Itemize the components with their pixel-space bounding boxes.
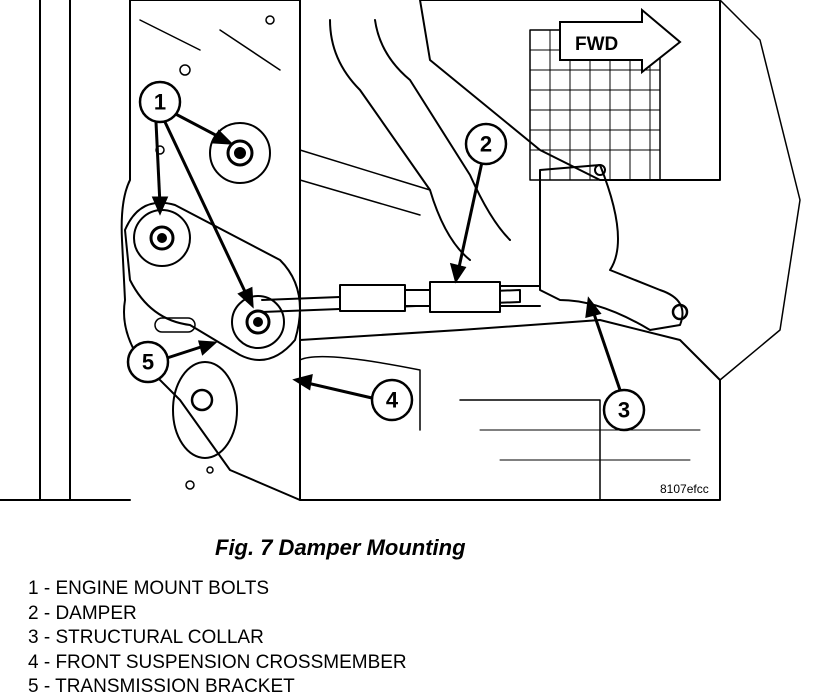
front-suspension-crossmember [299,319,721,501]
callout-4: 4 [370,378,414,422]
figure-code: 8107efcc [660,482,709,496]
fwd-direction-arrow: FWD [559,7,682,75]
svg-text:5: 5 [142,350,154,375]
svg-text:4: 4 [386,388,399,413]
svg-text:1: 1 [154,90,166,115]
callout-1: 1 [138,80,182,124]
legend-item: 4 - FRONT SUSPENSION CROSSMEMBER [28,651,407,673]
frame-rail [0,0,131,501]
legend-list: 1 - ENGINE MOUNT BOLTS 2 - DAMPER 3 - ST… [28,577,407,700]
svg-text:3: 3 [618,398,630,423]
legend-item: 2 - DAMPER [28,602,137,624]
engine-block [120,0,301,501]
engine-mount-bolt-upper [209,122,271,184]
fwd-label: FWD [575,34,618,55]
legend-item: 3 - STRUCTURAL COLLAR [28,627,264,648]
engine-mount-bolt-middle [133,209,191,267]
damper [261,281,541,313]
damper-mounting-illustration: FWD 1 2 3 4 5 [0,0,801,501]
engine-mount-bolt-lower [231,295,285,349]
svg-text:2: 2 [480,132,492,157]
transmission-bracket [124,201,301,361]
callout-3: 3 [602,388,646,432]
callout-5: 5 [126,340,170,384]
legend-item: 1 - ENGINE MOUNT BOLTS [28,578,270,599]
callout-2: 2 [464,122,508,166]
structural-collar [539,164,684,331]
lower-mount-lug [172,361,238,459]
legend-item: 5 - TRANSMISSION BRACKET [28,676,295,697]
figure-caption: Fig. 7 Damper Mounting [215,535,466,560]
